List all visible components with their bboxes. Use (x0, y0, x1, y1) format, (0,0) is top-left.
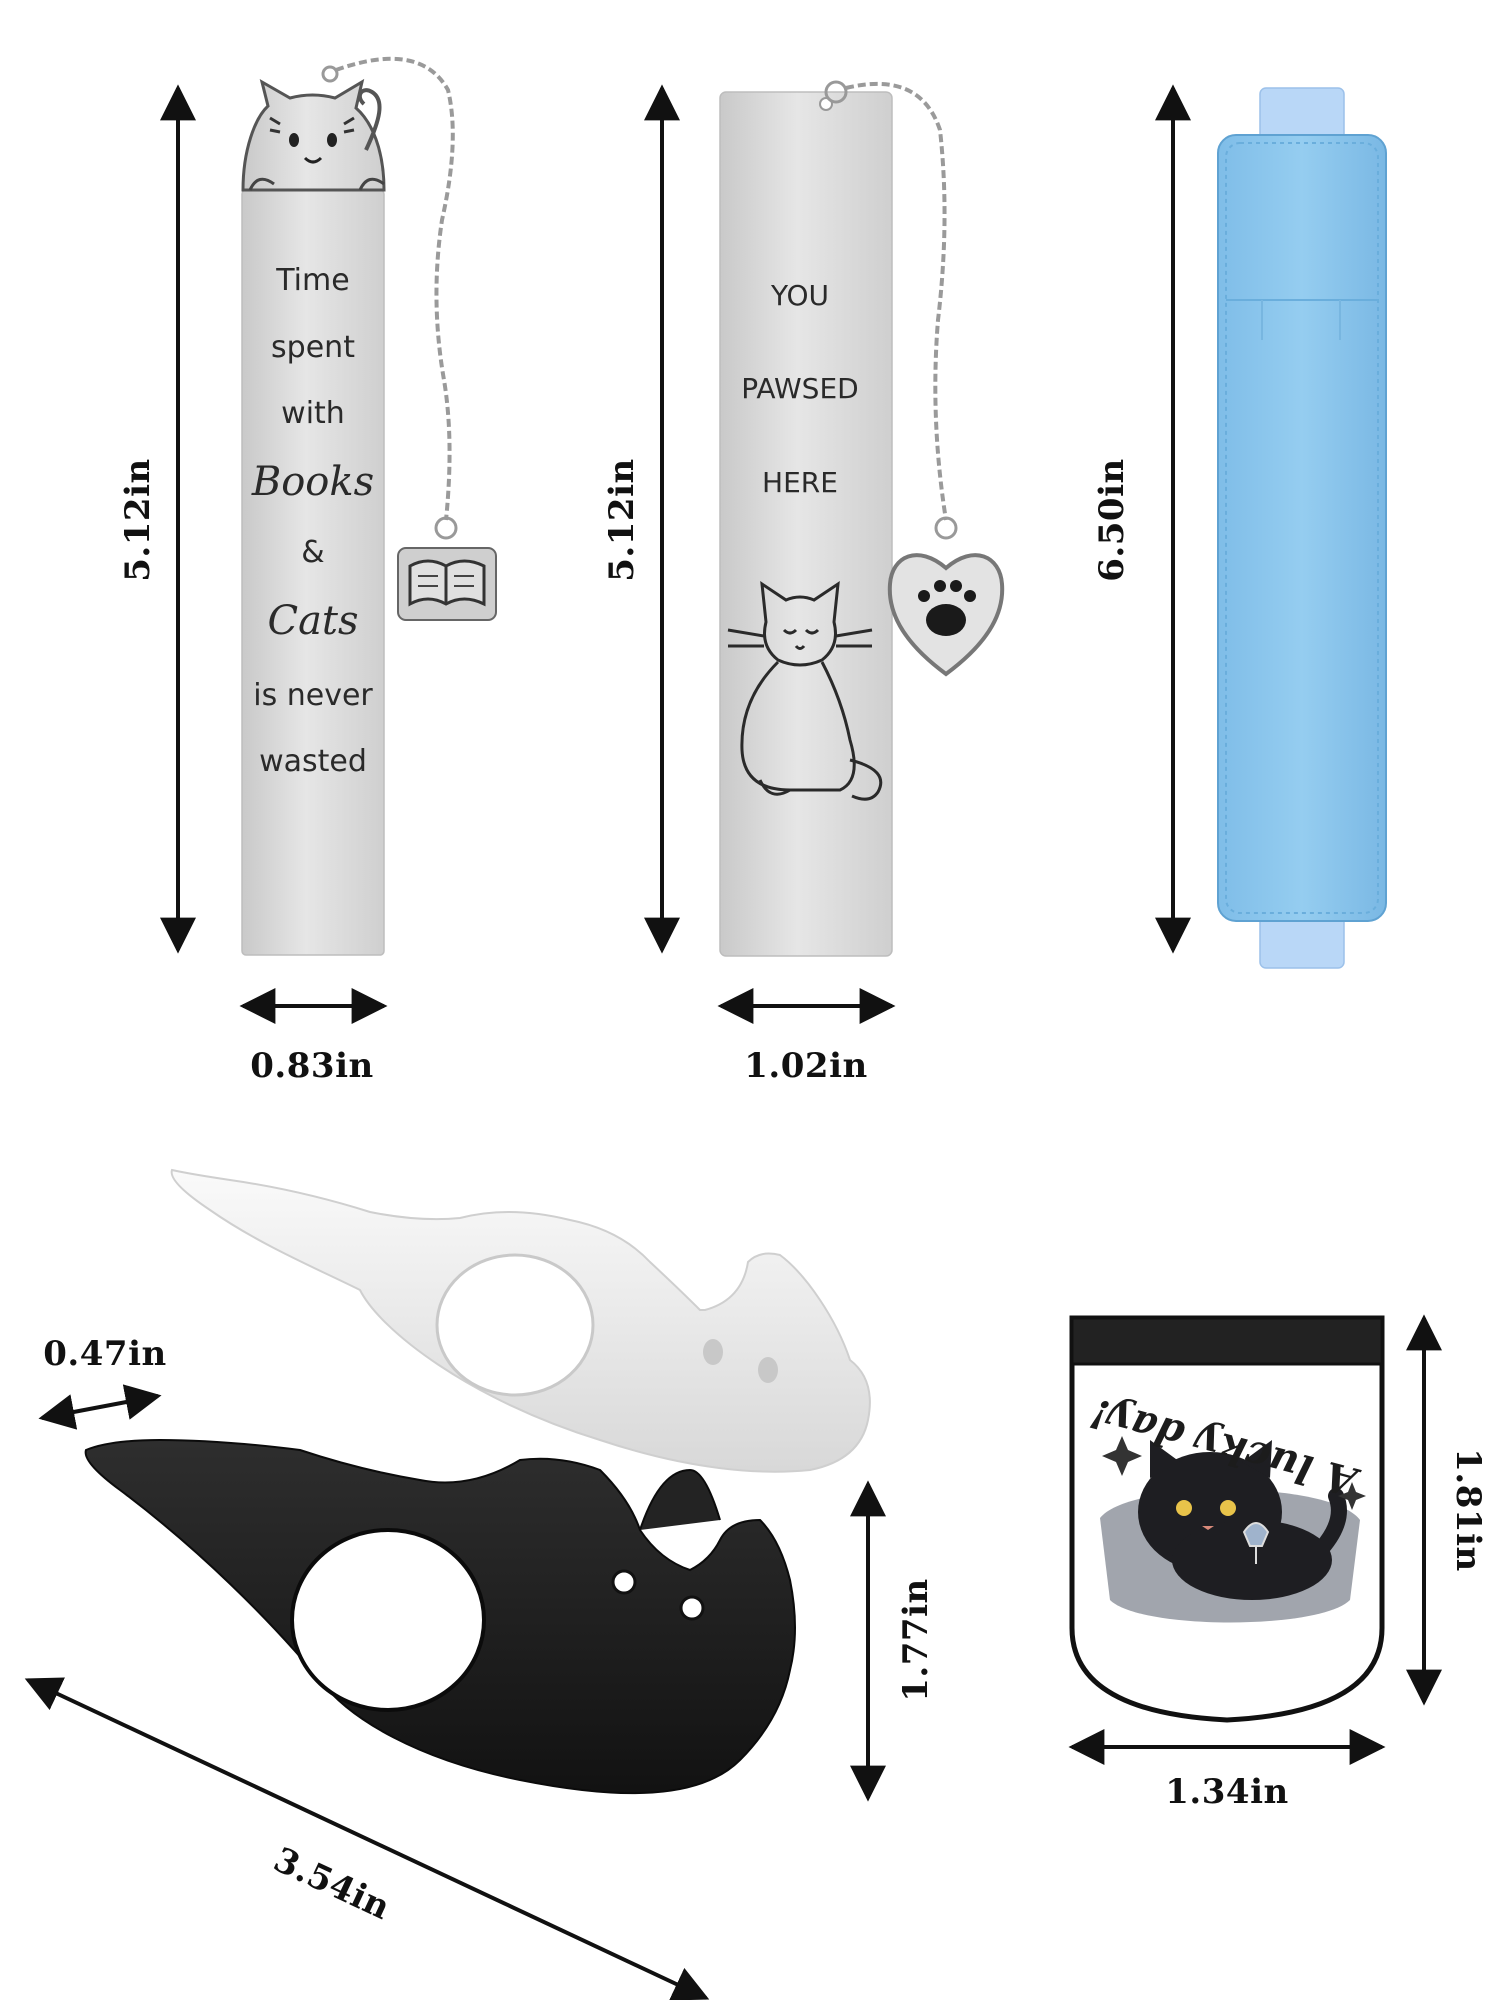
cat-peeking-icon (241, 78, 386, 192)
paw-heart-charm-icon (887, 516, 1005, 677)
bookmark-right: YOU PAWSED HERE (644, 80, 1005, 1024)
chain (824, 80, 948, 521)
bookmark-line-2: spent (271, 330, 355, 365)
page-holders (24, 1168, 886, 2000)
page-holder-thickness-label: 0.47in (43, 1334, 167, 1374)
bookmark-line-3: with (281, 396, 345, 431)
pen-sleeve (1155, 84, 1387, 969)
length-arrow-holder (24, 1677, 710, 2000)
thickness-arrow (38, 1384, 162, 1430)
magnet-fold (1070, 1316, 1384, 1366)
bookmark-line-1: YOU (770, 279, 829, 312)
sitting-cat-icon (727, 580, 883, 801)
pen-sleeve-height-label: 6.50in (1092, 458, 1132, 582)
bookmark-line-8: wasted (259, 744, 367, 779)
bookmark-line-7: is never (253, 678, 373, 713)
magnetic-bookmark-height-label: 1.81in (1448, 1448, 1488, 1572)
steel-plate (719, 91, 893, 957)
bookmark-left-width-label: 0.83in (250, 1046, 374, 1086)
magnetic-bookmark-width-label: 1.34in (1165, 1772, 1289, 1812)
black-page-holder (84, 1438, 796, 1795)
bookmark-right-width-label: 1.02in (744, 1046, 868, 1086)
open-book-charm-icon (397, 516, 497, 621)
bookmark-left: Time spent with Books & Cats is never wa… (160, 56, 497, 1024)
white-page-holder (170, 1168, 871, 1473)
bookmark-line-3: HERE (762, 466, 838, 499)
black-cat-icon (1138, 1440, 1347, 1600)
bookmark-line-1: Time (275, 263, 349, 298)
bookmark-line-2: PAWSED (741, 372, 858, 405)
steel-plate (241, 189, 385, 956)
bookmark-right-height-label: 5.12in (602, 458, 642, 582)
bookmark-left-height-label: 5.12in (118, 458, 158, 582)
page-holder-height-label: 1.77in (896, 1578, 936, 1702)
bookmark-line-6: Cats (267, 598, 358, 644)
magnetic-bookmark: A lucky day! (1068, 1314, 1442, 1765)
bookmark-line-4: Books (251, 459, 374, 505)
leather-sleeve (1217, 134, 1387, 922)
chain (321, 56, 455, 521)
bookmark-line-5: & (301, 535, 324, 570)
